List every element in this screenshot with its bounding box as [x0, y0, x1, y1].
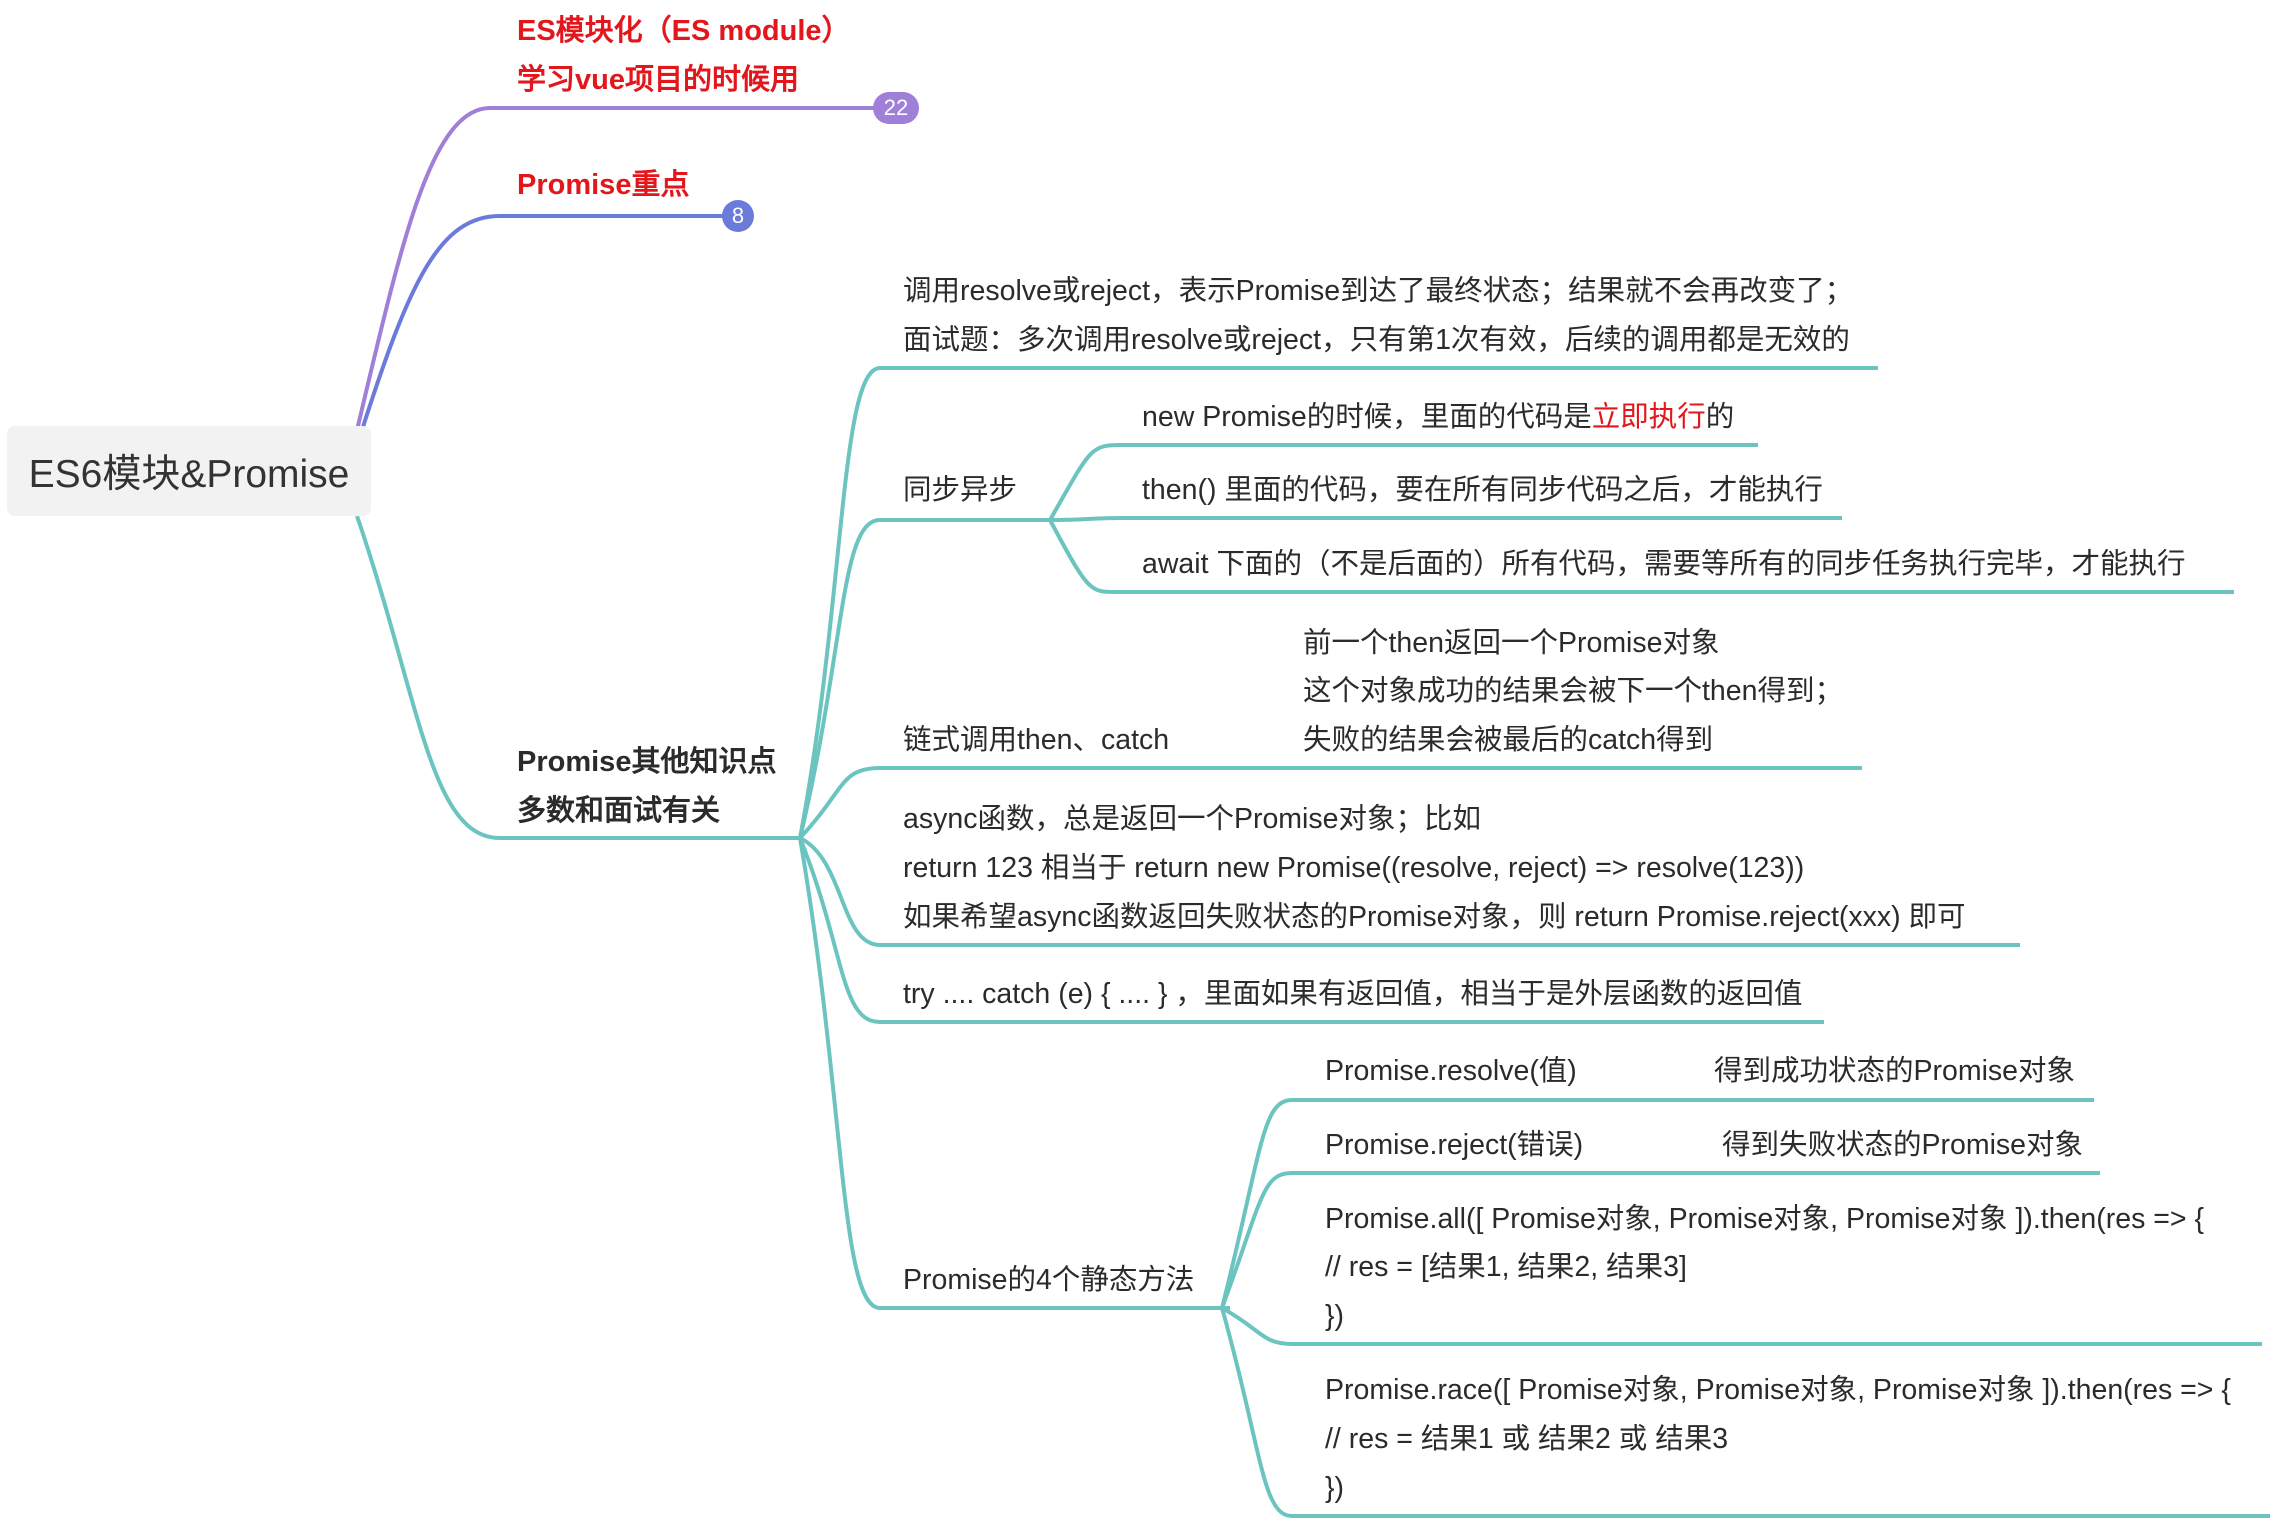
branch-es-module-line-1[interactable]: ES模块化（ES module） — [517, 15, 851, 47]
static-race-line-2[interactable]: // res = 结果1 或 结果2 或 结果3 — [1325, 1423, 1729, 1455]
static-resolve-right: 得到成功状态的Promise对象 — [1714, 1055, 2076, 1087]
root-node[interactable]: ES6模块&Promise — [7, 426, 371, 516]
connector-sync-1 — [1048, 443, 1758, 521]
static-all-line-1[interactable]: Promise.all([ Promise对象, Promise对象, Prom… — [1325, 1203, 2204, 1235]
connector-sync-3 — [1048, 519, 2234, 595]
connector-chain — [798, 766, 1862, 840]
text-pre: new Promise的时候，里面的代码是 — [1142, 401, 1592, 433]
sync-async-item-then[interactable]: then() 里面的代码，要在所有同步代码之后，才能执行 — [1142, 474, 1823, 506]
final-state-line-2[interactable]: 面试题：多次调用resolve或reject，只有第1次有效，后续的调用都是无效… — [903, 324, 1850, 356]
static-all-line-2[interactable]: // res = [结果1, 结果2, 结果3] — [1325, 1251, 1687, 1283]
collapsed-count-badge[interactable]: 8 — [722, 200, 754, 232]
async-fn-line-3[interactable]: 如果希望async函数返回失败状态的Promise对象，则 return Pro… — [903, 901, 1966, 933]
root-label: ES6模块&Promise — [28, 453, 350, 496]
chain-note-line-1: 前一个then返回一个Promise对象 — [1303, 627, 1720, 659]
static-methods-label[interactable]: Promise的4个静态方法 — [903, 1264, 1195, 1296]
connector-promise-key — [360, 214, 736, 431]
branch-promise-other-line-1[interactable]: Promise其他知识点 — [517, 746, 777, 778]
async-fn-line-1[interactable]: async函数，总是返回一个Promise对象；比如 — [903, 803, 1481, 835]
connector-static-1 — [1220, 1098, 2094, 1309]
chain-label[interactable]: 链式调用then、catch — [903, 724, 1170, 756]
connector-final-state — [798, 366, 1878, 839]
chain-note-line-3: 失败的结果会被最后的catch得到 — [1303, 724, 1714, 756]
static-reject-right: 得到失败状态的Promise对象 — [1722, 1129, 2084, 1161]
connector-static-2 — [1220, 1171, 2100, 1309]
branch-promise-key[interactable]: Promise重点 — [517, 169, 690, 201]
connector-promise-other — [355, 515, 800, 840]
chain-note-line-2: 这个对象成功的结果会被下一个then得到； — [1303, 675, 1843, 707]
connector-sync-2 — [1049, 516, 1842, 522]
async-fn-line-2[interactable]: return 123 相当于 return new Promise((resol… — [903, 852, 1805, 884]
static-race-line-1[interactable]: Promise.race([ Promise对象, Promise对象, Pro… — [1325, 1374, 2231, 1406]
sync-async-item-await[interactable]: await 下面的（不是后面的）所有代码，需要等所有的同步任务执行完毕，才能执行 — [1142, 548, 2186, 580]
sync-async-label[interactable]: 同步异步 — [903, 474, 1018, 506]
static-race-line-3[interactable]: }) — [1325, 1472, 1345, 1504]
connector-async-fn — [799, 836, 2020, 947]
connector-try-catch — [798, 837, 1824, 1024]
static-resolve-left[interactable]: Promise.resolve(值) — [1325, 1055, 1577, 1087]
sync-async-item-immediate[interactable]: new Promise的时候，里面的代码是立即执行的 — [1142, 393, 1734, 441]
final-state-line-1[interactable]: 调用resolve或reject，表示Promise到达了最终状态；结果就不会再… — [903, 275, 1854, 307]
static-all-line-3[interactable]: }) — [1325, 1300, 1345, 1332]
connector-static-4 — [1220, 1307, 2270, 1518]
text-post: 的 — [1705, 401, 1735, 433]
collapsed-count-badge[interactable]: 22 — [873, 92, 919, 124]
static-reject-left[interactable]: Promise.reject(错误) — [1325, 1129, 1584, 1161]
connector-es-module — [355, 106, 890, 431]
connector-static-3 — [1221, 1306, 2262, 1346]
try-catch-node[interactable]: try .... catch (e) { .... } ，里面如果有返回值，相当… — [903, 978, 1803, 1010]
connector-sync-async — [798, 518, 1060, 839]
branch-promise-other-line-2[interactable]: 多数和面试有关 — [517, 795, 721, 827]
text-highlight: 立即执行 — [1591, 401, 1706, 433]
branch-es-module-line-2[interactable]: 学习vue项目的时候用 — [517, 64, 799, 96]
connector-static-methods — [798, 837, 1230, 1310]
